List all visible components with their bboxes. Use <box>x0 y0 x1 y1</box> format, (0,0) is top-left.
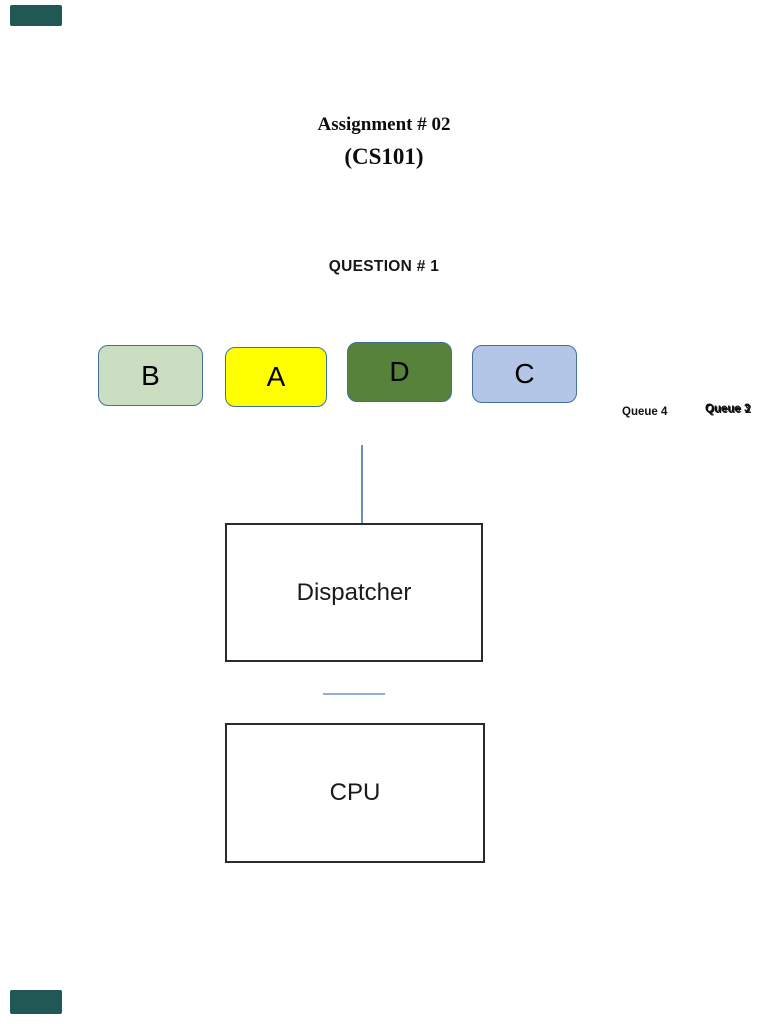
dispatcher-label: Dispatcher <box>296 578 412 606</box>
dispatcher-to-cpu-connector <box>323 693 385 695</box>
process-box-d: D <box>347 342 452 402</box>
process-box-c: C <box>472 345 577 403</box>
question-heading: QUESTION # 1 <box>328 258 440 275</box>
process-box-a: A <box>225 347 327 407</box>
queue-4-label: Queue 4 <box>622 406 668 418</box>
course-code: (CS101) <box>344 144 424 169</box>
queue-2-label: Queue 2 <box>706 404 752 416</box>
process-box-b-label: B <box>141 359 160 391</box>
page-corner-mark-bottom <box>10 990 62 1014</box>
process-box-a-label: A <box>266 361 286 392</box>
cpu-box: CPU <box>225 723 485 863</box>
assignment-title: Assignment # 02 <box>317 114 451 135</box>
queue-to-dispatcher-connector <box>361 445 363 523</box>
queue-3-label: Queue 3 <box>705 403 751 415</box>
cpu-label: CPU <box>329 779 381 806</box>
page-corner-mark-top <box>10 5 62 26</box>
dispatcher-box: Dispatcher <box>225 523 483 662</box>
process-box-d-label: D <box>389 356 410 387</box>
process-box-b: B <box>98 345 203 406</box>
process-box-c-label: C <box>514 358 535 389</box>
